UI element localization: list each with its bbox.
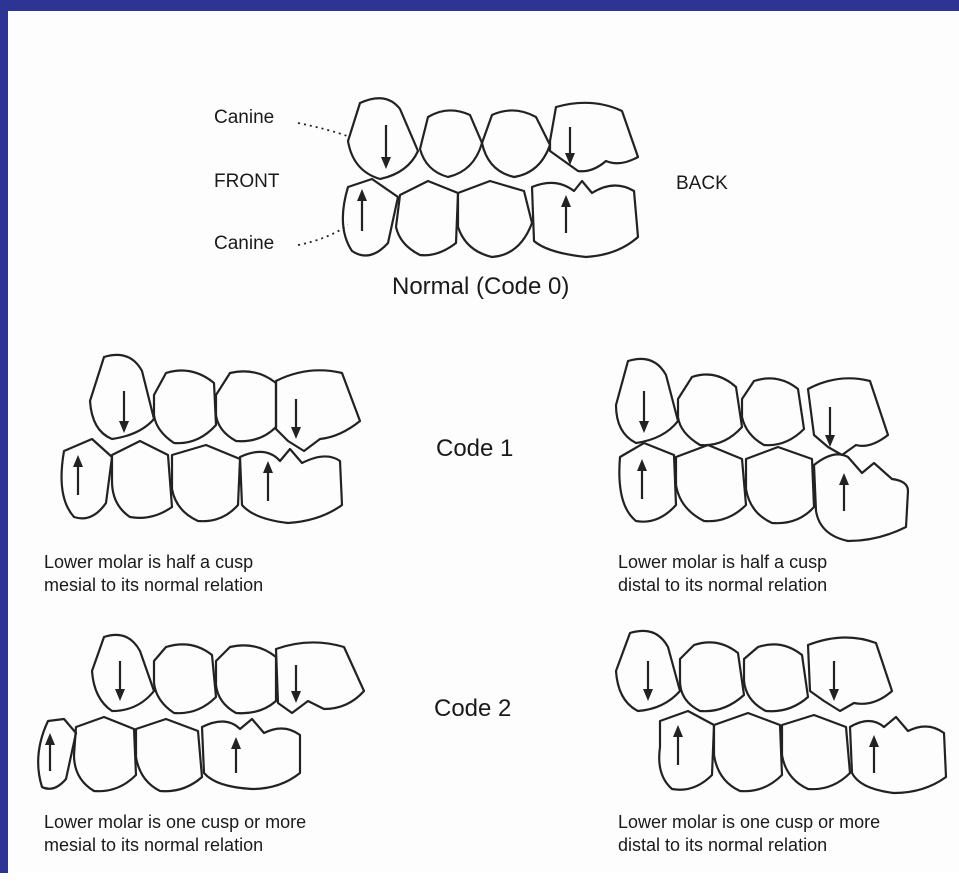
lower-premolar-1	[112, 441, 172, 518]
arrow-up-icon	[673, 725, 683, 765]
upper-molar	[276, 642, 364, 713]
caption-line: distal to its normal relation	[618, 834, 880, 857]
caption-line: Lower molar is one cusp or more	[618, 811, 880, 834]
upper-premolar-2	[744, 644, 808, 711]
upper-premolar-1	[154, 371, 216, 444]
upper-premolar-2	[216, 645, 276, 713]
code1-mesial-caption: Lower molar is half a cusp mesial to its…	[44, 551, 263, 597]
lower-premolar-1	[74, 717, 136, 791]
upper-premolar-1	[680, 642, 744, 711]
lower-canine	[343, 179, 398, 256]
caption-line: Lower molar is one cusp or more	[44, 811, 306, 834]
upper-molar	[808, 637, 892, 711]
upper-canine	[348, 98, 418, 179]
arrow-down-icon	[639, 391, 649, 433]
canine-label-lower: Canine	[214, 233, 274, 255]
lower-canine	[62, 439, 112, 518]
lower-premolar-2	[136, 719, 202, 791]
upper-canine	[92, 635, 154, 711]
lower-molar	[814, 454, 908, 541]
front-label: FRONT	[214, 171, 279, 193]
arrow-down-icon	[291, 665, 301, 703]
code2-distal-caption: Lower molar is one cusp or more distal t…	[618, 811, 880, 857]
lower-premolar-2	[458, 181, 532, 257]
lower-premolar-1	[676, 445, 746, 521]
arrow-down-icon	[643, 661, 653, 701]
caption-line: Lower molar is half a cusp	[618, 551, 827, 574]
lower-molar	[240, 449, 342, 523]
arrow-up-icon	[561, 195, 571, 233]
upper-molar	[276, 370, 360, 451]
diagram-normal	[298, 98, 638, 257]
arrow-up-icon	[357, 189, 367, 231]
arrow-up-icon	[263, 461, 273, 501]
canine-pointer-upper	[298, 123, 350, 137]
canine-label-upper: Canine	[214, 107, 274, 129]
diagram-code1-distal	[616, 359, 908, 541]
upper-premolar-2	[482, 110, 550, 177]
caption-line: mesial to its normal relation	[44, 574, 263, 597]
arrow-down-icon	[115, 661, 125, 701]
arrow-up-icon	[73, 455, 83, 495]
lower-premolar-1	[714, 713, 782, 791]
diagram-code2-distal	[616, 631, 946, 793]
diagram-code2-mesial	[38, 635, 364, 791]
caption-line: mesial to its normal relation	[44, 834, 306, 857]
arrow-down-icon	[291, 399, 301, 439]
arrow-down-icon	[381, 125, 391, 169]
upper-premolar-1	[678, 375, 742, 446]
upper-premolar-2	[216, 371, 276, 441]
lower-premolar-2	[172, 445, 240, 521]
back-label: BACK	[676, 173, 728, 195]
lower-molar	[850, 717, 946, 793]
arrow-down-icon	[565, 127, 575, 165]
lower-premolar-1	[396, 181, 458, 255]
code1-title: Code 1	[436, 435, 513, 463]
code2-mesial-caption: Lower molar is one cusp or more mesial t…	[44, 811, 306, 857]
canine-pointer-lower	[298, 225, 348, 245]
caption-line: Lower molar is half a cusp	[44, 551, 263, 574]
arrow-up-icon	[869, 735, 879, 773]
code1-distal-caption: Lower molar is half a cusp distal to its…	[618, 551, 827, 597]
arrow-down-icon	[119, 391, 129, 433]
diagram-code1-mesial	[62, 355, 360, 523]
upper-molar	[808, 378, 888, 455]
lower-canine	[619, 443, 676, 522]
arrow-up-icon	[45, 733, 55, 771]
lower-canine	[659, 711, 714, 790]
arrow-down-icon	[829, 661, 839, 701]
lower-molar	[532, 181, 638, 257]
code2-title: Code 2	[434, 695, 511, 723]
upper-canine	[616, 359, 678, 443]
normal-title: Normal (Code 0)	[392, 273, 569, 301]
arrow-up-icon	[637, 459, 647, 499]
arrow-up-icon	[231, 737, 241, 773]
upper-molar	[550, 103, 638, 171]
lower-premolar-2	[746, 447, 814, 523]
lower-premolar-2	[782, 715, 850, 789]
lower-molar	[202, 719, 300, 789]
arrow-up-icon	[839, 473, 849, 511]
upper-premolar-2	[742, 378, 804, 445]
arrow-down-icon	[825, 407, 835, 447]
upper-premolar-1	[154, 644, 216, 713]
caption-line: distal to its normal relation	[618, 574, 827, 597]
lower-canine	[38, 719, 76, 789]
upper-premolar-1	[420, 110, 482, 177]
